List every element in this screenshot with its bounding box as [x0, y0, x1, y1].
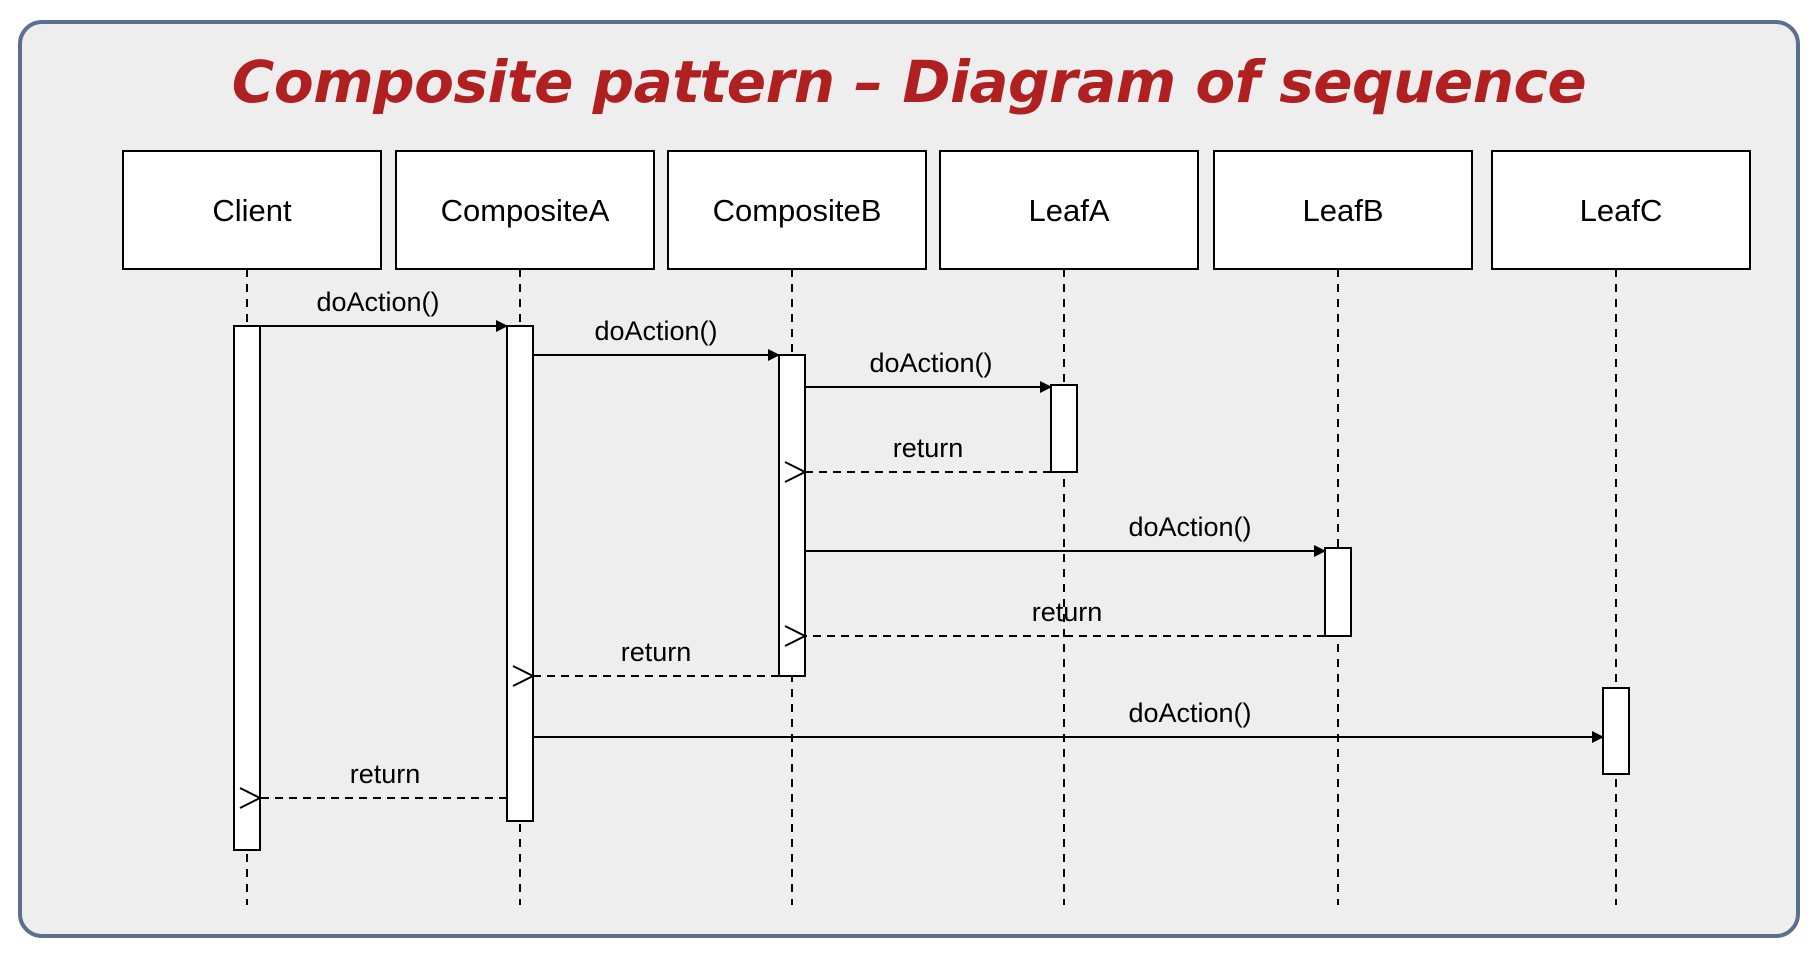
participant-box-leafB: [1213, 150, 1473, 270]
participant-label-compositeB: CompositeB: [713, 193, 882, 228]
message-label-2: doAction(): [869, 348, 992, 378]
message-label-3: return: [893, 433, 964, 463]
message-label-5: return: [1032, 597, 1103, 627]
participant-label-leafC: LeafC: [1580, 193, 1663, 228]
activation-bar-leafC: [1602, 687, 1630, 775]
message-label-1: doAction(): [594, 316, 717, 346]
message-label-8: return: [350, 759, 421, 789]
participant-box-compositeA: [395, 150, 655, 270]
message-label-7: doAction(): [1128, 698, 1251, 728]
activation-bar-leafB: [1324, 547, 1352, 637]
activation-bar-compositeA: [506, 325, 534, 822]
diagram-title: Composite pattern – Diagram of sequence: [231, 48, 1587, 116]
activation-bar-compositeB: [778, 354, 806, 677]
participant-label-client: Client: [212, 193, 292, 228]
participant-label-leafB: LeafB: [1302, 193, 1383, 228]
participant-box-compositeB: [667, 150, 927, 270]
activation-bar-leafA: [1050, 384, 1078, 473]
message-label-6: return: [621, 637, 692, 667]
message-label-0: doAction(): [316, 287, 439, 317]
participant-box-leafC: [1491, 150, 1751, 270]
participant-box-leafA: [939, 150, 1199, 270]
participant-label-leafA: LeafA: [1028, 193, 1109, 228]
participant-box-client: [122, 150, 382, 270]
message-label-4: doAction(): [1128, 512, 1251, 542]
activation-bar-client: [233, 325, 261, 851]
participant-label-compositeA: CompositeA: [441, 193, 610, 228]
